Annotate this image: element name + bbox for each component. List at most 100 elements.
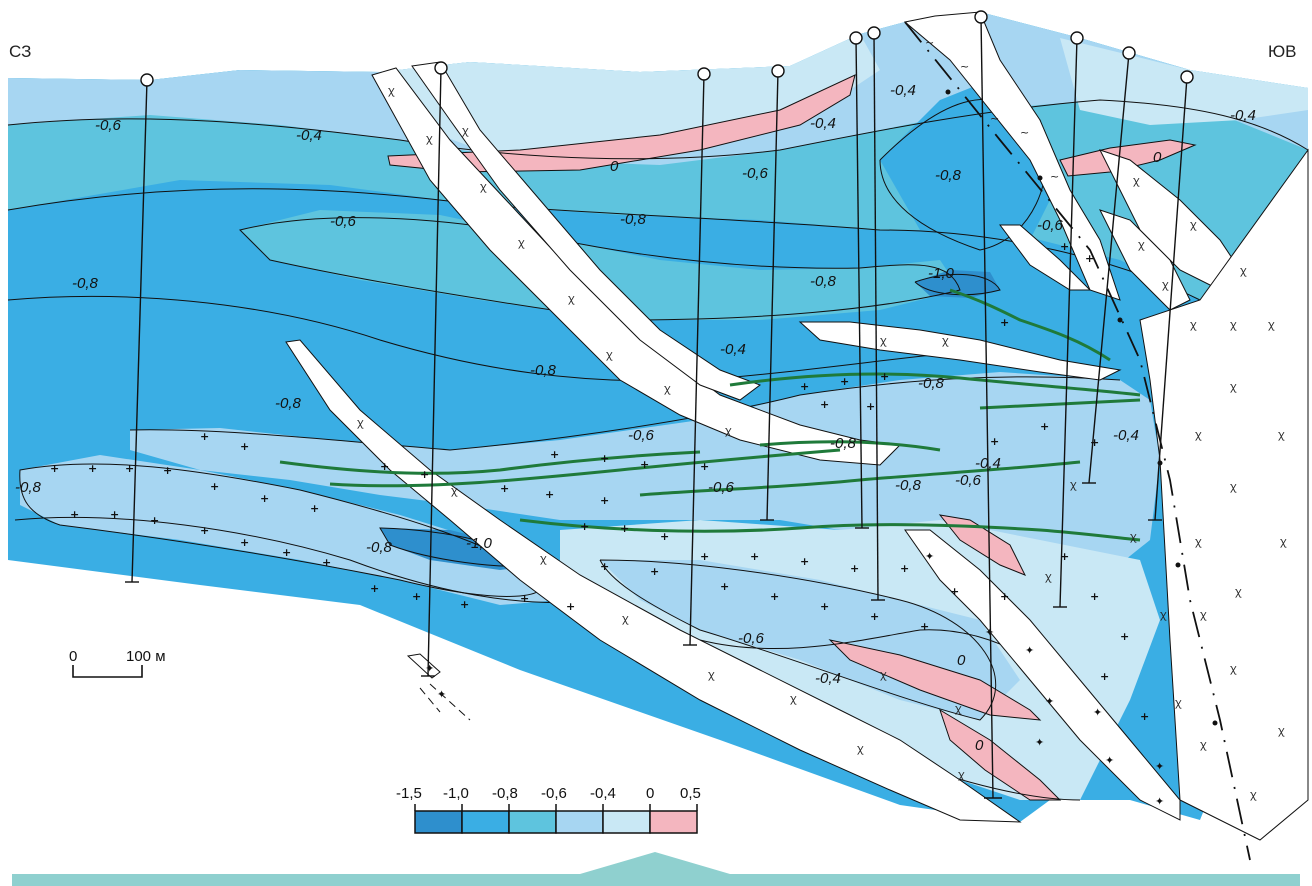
plus-symbol: + <box>545 488 554 501</box>
plus-symbol: + <box>310 502 319 515</box>
plus-symbol: + <box>770 590 779 603</box>
legend-tick: -0,8 <box>492 785 518 802</box>
contour-value-labels: -0,6 -0,4 0 -0,6 -0,8 -0,6 -0,8 -0,8 -0,… <box>15 82 1256 754</box>
plus-symbol: + <box>880 370 889 383</box>
plus-symbol: + <box>163 464 172 477</box>
plus-symbol: + <box>920 620 929 633</box>
rock-symbol: ꭓ <box>1133 174 1140 187</box>
rock-symbol: ꭓ <box>880 334 887 347</box>
plus-symbol: + <box>50 462 59 475</box>
wave-symbol: ~ <box>1020 126 1029 139</box>
fault-dot <box>1037 175 1043 181</box>
scale-bar-value: 100 м <box>126 648 166 665</box>
plus-symbol: + <box>700 460 709 473</box>
contour-label: 0 <box>610 158 619 175</box>
plus-symbol: + <box>380 460 389 473</box>
plus-symbol: + <box>1120 630 1129 643</box>
wave-symbol: ~ <box>925 36 934 49</box>
plus-symbols: + + + + + + + + + + + + + + + + + + + + … <box>50 240 1149 723</box>
contour-label: -0,8 <box>620 211 647 228</box>
rock-symbol: ꭓ <box>480 180 487 193</box>
plus-symbol: + <box>840 375 849 388</box>
dyke-diagonal <box>285 339 1022 823</box>
plus-symbol: + <box>650 565 659 578</box>
rock-symbol: ꭓ <box>1278 724 1285 737</box>
rock-symbol: ꭓ <box>1280 535 1287 548</box>
rock-symbol: ꭓ <box>958 768 965 781</box>
plus-symbol: + <box>950 585 959 598</box>
contour-label: 0 <box>957 652 966 669</box>
plus-symbol: + <box>1040 420 1049 433</box>
legend-swatch <box>508 810 557 834</box>
dyke-tail-line <box>419 687 441 713</box>
plus-symbol: + <box>600 452 609 465</box>
plus-symbol: + <box>1060 240 1069 253</box>
plus-symbol: + <box>125 462 134 475</box>
plus-symbol: + <box>150 514 159 527</box>
plus-symbol: + <box>800 555 809 568</box>
contour-label: -0,6 <box>330 213 357 230</box>
contour-label: -0,4 <box>1230 107 1256 124</box>
rock-symbol: ꭓ <box>568 292 575 305</box>
contour-label: -0,6 <box>1037 217 1064 234</box>
contour-label: -0,6 <box>628 427 655 444</box>
fault-dot <box>945 89 951 95</box>
legend-swatch <box>555 810 604 834</box>
contour-label: -0,4 <box>1113 427 1139 444</box>
anomaly-zones <box>8 12 1308 822</box>
borehole <box>867 26 885 601</box>
legend-swatch <box>602 810 651 834</box>
contour-label: -0,8 <box>72 275 99 292</box>
fault-dot <box>1175 562 1181 568</box>
plus-symbol: + <box>322 556 331 569</box>
plus-symbol: + <box>620 522 629 535</box>
rock-symbol: ꭓ <box>540 552 547 565</box>
plus-symbol: + <box>720 580 729 593</box>
rock-symbol: ꭓ <box>606 348 613 361</box>
dyke-mid-right <box>798 321 1122 381</box>
contour-label: -0,4 <box>975 455 1001 472</box>
legend-swatch <box>461 810 510 834</box>
contour-label: 0 <box>1153 149 1162 166</box>
rock-symbol: ꭓ <box>357 416 364 429</box>
plus-symbol: + <box>500 482 509 495</box>
rock-symbols: ꭓ ꭓ ꭓ ꭓ ꭓ ꭓ ꭓ ꭓ ꭓ ꭓ ꭓ ꭓ ꭓ ꭓ ꭓ ꭓ ꭓ ꭓ ꭓ ꭓ … <box>357 84 1287 801</box>
fault-dot <box>1212 720 1218 726</box>
contour-label: 0 <box>975 737 984 754</box>
legend-tick: -1,0 <box>443 785 469 802</box>
rock-symbol: ꭓ <box>1230 318 1237 331</box>
plus-symbol: + <box>282 546 291 559</box>
rock-symbol: ꭓ <box>1195 428 1202 441</box>
isolines <box>7 98 1309 801</box>
dyke-second <box>411 61 762 401</box>
legend-tick: -0,6 <box>541 785 567 802</box>
plus-symbol: + <box>200 430 209 443</box>
plus-symbol: + <box>866 400 875 413</box>
plus-symbol: + <box>990 435 999 448</box>
zone-lower-left-light <box>20 455 560 605</box>
contour-label: -0,8 <box>275 395 302 412</box>
plus-symbol: + <box>460 598 469 611</box>
borehole <box>125 73 154 583</box>
contour-label: -0,4 <box>720 341 746 358</box>
plus-symbol: + <box>1000 316 1009 329</box>
borehole <box>1082 46 1136 484</box>
contour-label: -0,6 <box>742 165 769 182</box>
ore-contact-line <box>279 450 701 475</box>
contour-label: -0,6 <box>708 479 735 496</box>
plus-symbol: + <box>800 380 809 393</box>
isoline <box>14 516 601 604</box>
bottom-banner <box>12 852 1300 886</box>
scale-bar <box>72 665 143 678</box>
contour-label: -0,6 <box>955 472 982 489</box>
isoline <box>7 188 1309 331</box>
zone-mid-teal-lens <box>240 210 960 320</box>
borehole <box>760 64 785 521</box>
star-symbol: ✦ <box>1155 760 1164 773</box>
star-symbol: ✦ <box>925 550 934 563</box>
star-symbol: ✦ <box>1155 795 1164 808</box>
rock-symbol: ꭓ <box>1160 608 1167 621</box>
plus-symbol: + <box>1060 550 1069 563</box>
rock-symbol: ꭓ <box>1130 530 1137 543</box>
